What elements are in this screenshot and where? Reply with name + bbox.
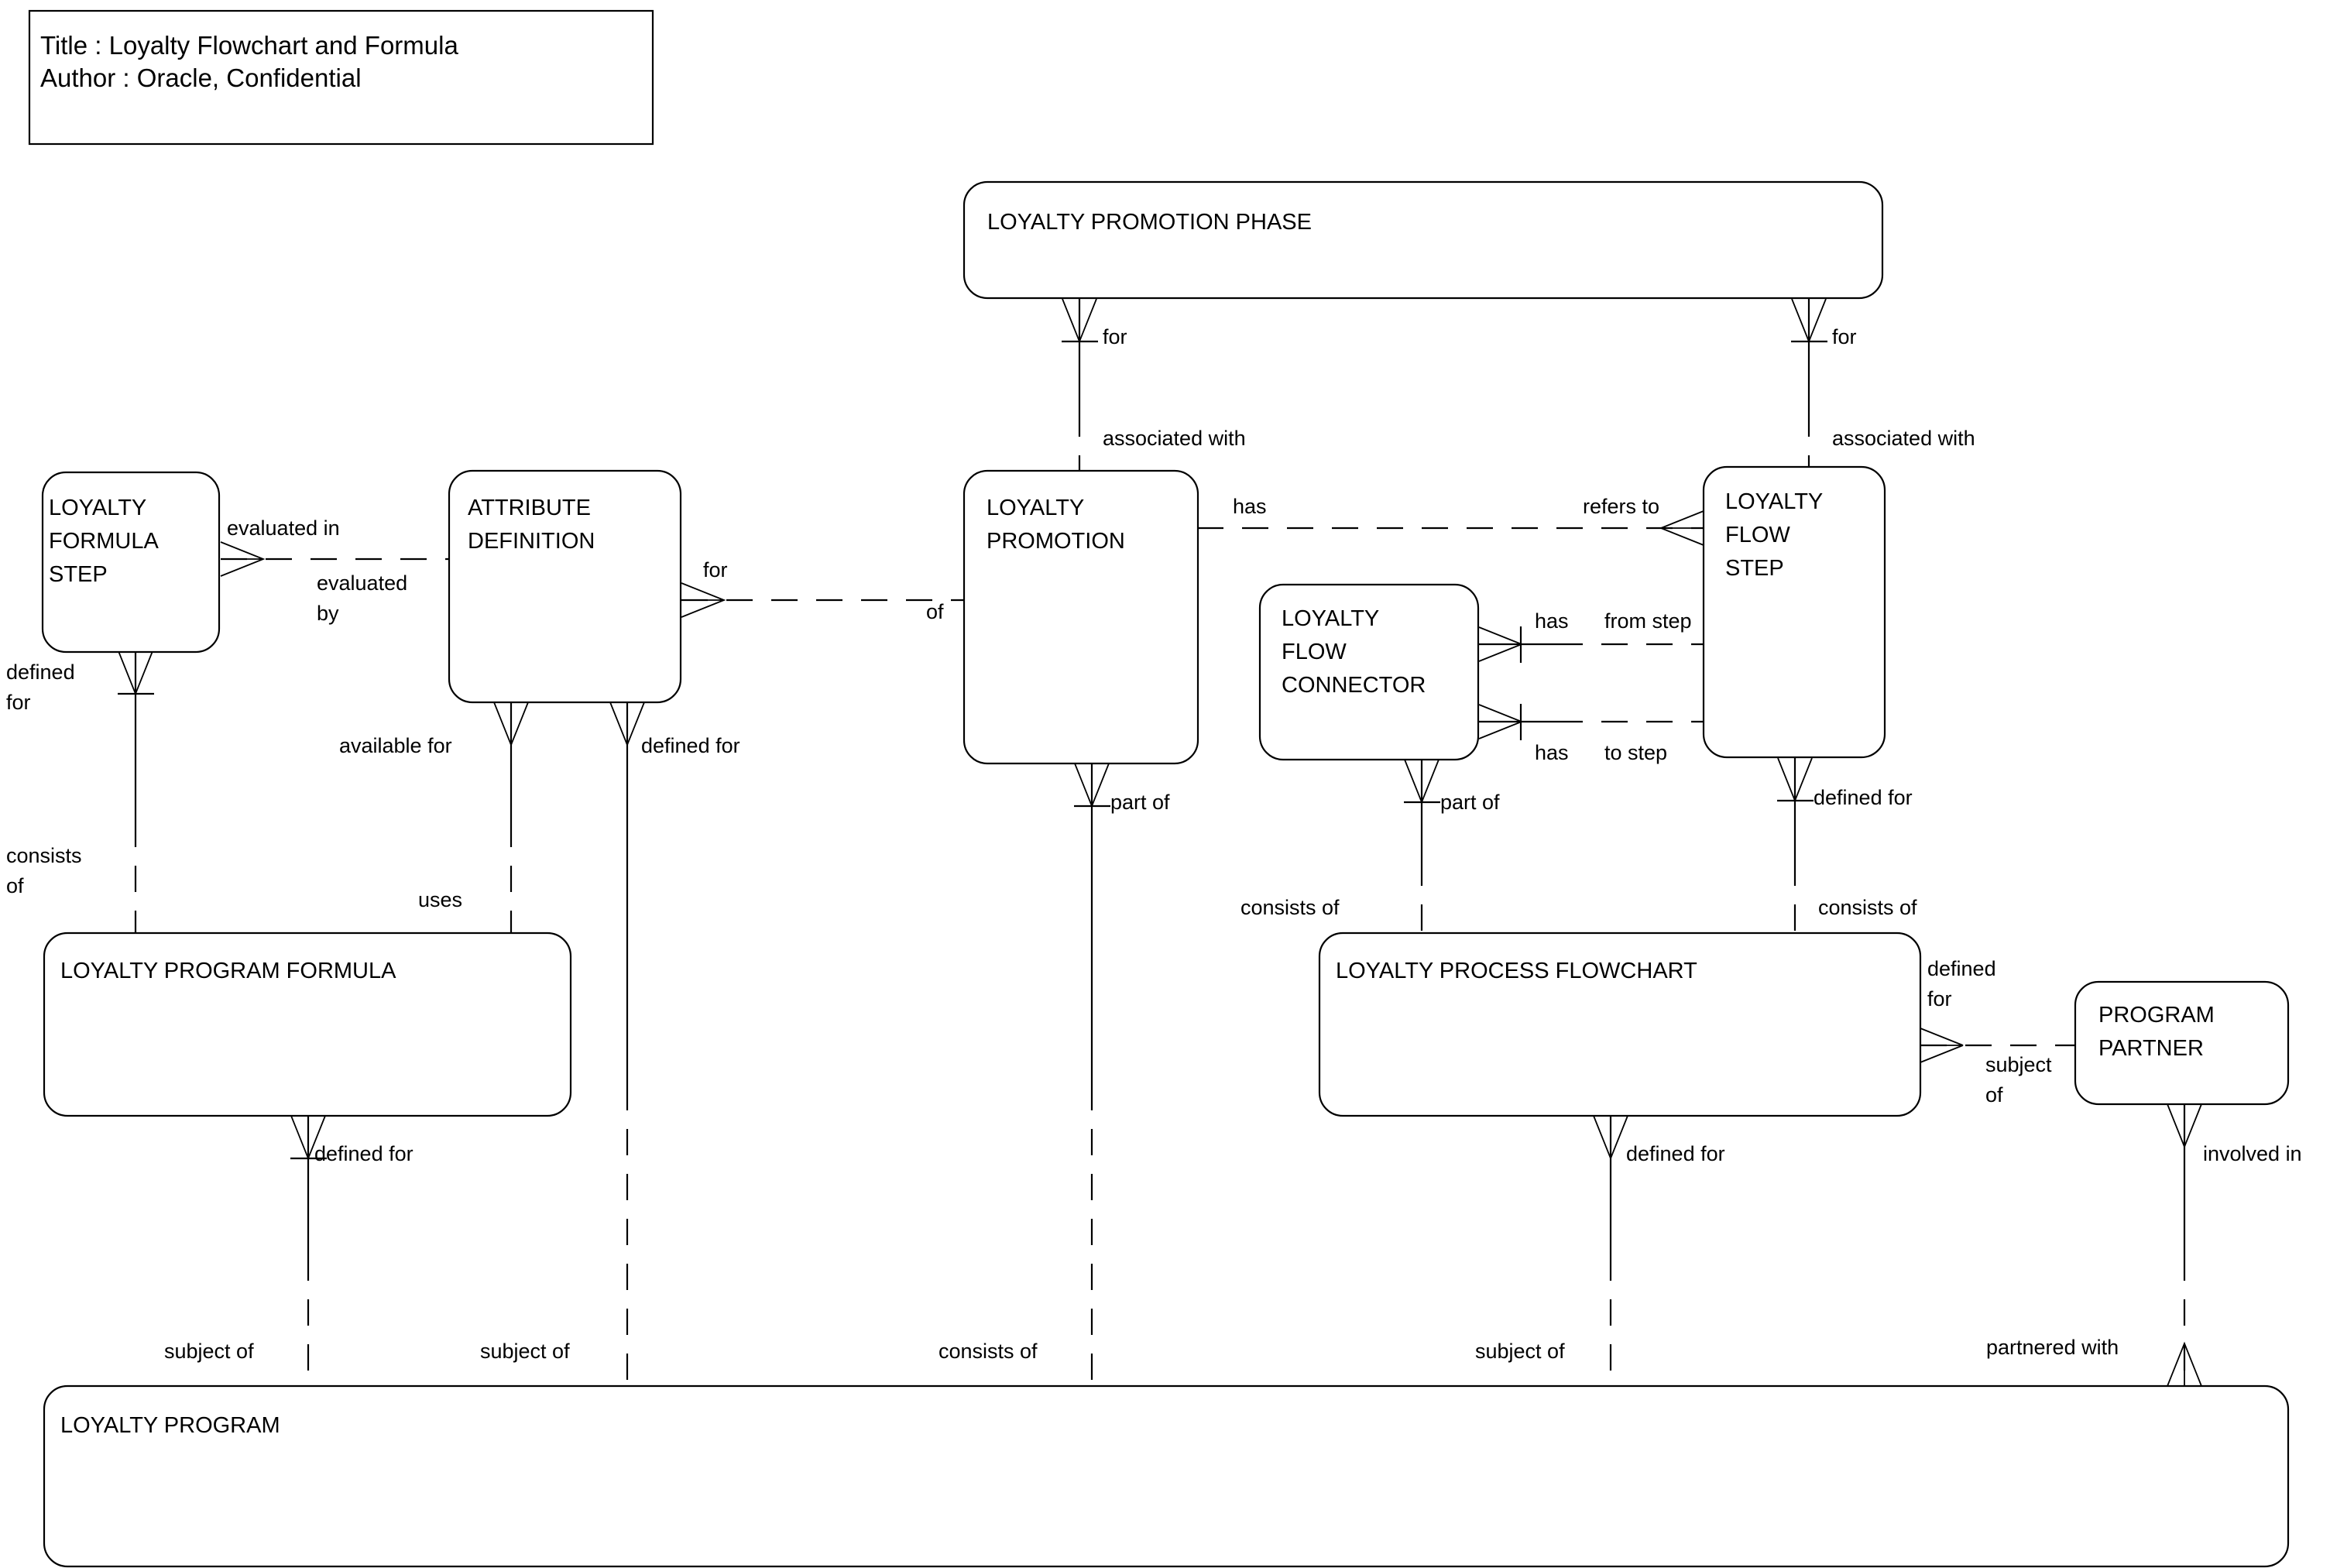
rel-label-partner-subject-of-2: of bbox=[1985, 1083, 2003, 1107]
entity-program-partner[interactable] bbox=[2074, 980, 2290, 1106]
entity-label-program-partner-2: PARTNER bbox=[2098, 1036, 2204, 1061]
rel-label-assoc-with-left: associated with bbox=[1103, 427, 1246, 450]
rel-label-connector-part-of: part of bbox=[1440, 791, 1500, 814]
entity-label-loyalty-flow-step-1: LOYALTY bbox=[1725, 489, 1823, 514]
rel-label-phase-for-right: for bbox=[1832, 325, 1857, 348]
rel-label-program-consists-of: consists of bbox=[939, 1340, 1038, 1363]
rel-label-formula-consists-of-1: consists bbox=[6, 844, 82, 867]
rel-label-to-step: to step bbox=[1604, 741, 1667, 764]
crowfoot-formulastep-defined-for bbox=[118, 650, 153, 696]
entity-loyalty-process-flowchart[interactable] bbox=[1318, 932, 1922, 1117]
rel-label-program-subject-of-1: subject of bbox=[164, 1340, 254, 1363]
entity-loyalty-program[interactable] bbox=[43, 1384, 2290, 1568]
rel-label-program-partnered-with: partnered with bbox=[1986, 1336, 2119, 1359]
rel-label-formulastep-defined-for-2: for bbox=[6, 691, 31, 714]
rel-label-evaluated-by-1: evaluated bbox=[317, 571, 407, 595]
crowfoot-attribute-defined-for bbox=[609, 702, 645, 747]
rel-label-flowstep-defined-for: defined for bbox=[1814, 786, 1913, 809]
rel-label-promotion-part-of: part of bbox=[1110, 791, 1170, 814]
rel-label-uses: uses bbox=[418, 888, 462, 911]
rel-label-attribute-for: for bbox=[703, 558, 728, 582]
crowfoot-partner-involved-in bbox=[2167, 1103, 2202, 1149]
entity-loyalty-promotion[interactable] bbox=[963, 469, 1199, 765]
rel-label-attribute-available-for: available for bbox=[339, 734, 452, 757]
rel-label-program-subject-of-3: subject of bbox=[1475, 1340, 1565, 1363]
entity-loyalty-formula-step[interactable] bbox=[41, 471, 221, 654]
rel-label-assoc-with-right: associated with bbox=[1832, 427, 1975, 450]
entity-label-loyalty-flow-step-2: FLOW bbox=[1725, 523, 1790, 547]
entity-attribute-definition[interactable] bbox=[448, 469, 682, 704]
entity-label-loyalty-program-formula: LOYALTY PROGRAM FORMULA bbox=[60, 959, 396, 983]
crowfoot-phase-for-right bbox=[1791, 298, 1827, 344]
entity-label-loyalty-promotion-phase: LOYALTY PROMOTION PHASE bbox=[987, 210, 1312, 235]
crowfoot-promotion-part-of bbox=[1074, 763, 1110, 808]
entity-label-loyalty-flow-connector-3: CONNECTOR bbox=[1282, 673, 1426, 698]
entity-loyalty-program-formula[interactable] bbox=[43, 932, 572, 1117]
rel-label-flowchart-consists-of-left: consists of bbox=[1240, 896, 1340, 919]
author-line: Author : Oracle, Confidential bbox=[40, 63, 362, 92]
crowfoot-connector-part-of bbox=[1404, 759, 1440, 805]
rel-label-flowchart-defined-for-side-1: defined bbox=[1927, 957, 1996, 980]
rel-label-attribute-defined-for: defined for bbox=[641, 734, 740, 757]
rel-label-refers-to: refers to bbox=[1583, 495, 1659, 518]
entity-label-attribute-definition-2: DEFINITION bbox=[468, 529, 595, 554]
crowfoot-flowchart-defined-for-bottom bbox=[1593, 1115, 1628, 1161]
entity-loyalty-promotion-phase[interactable] bbox=[963, 180, 1884, 300]
rel-label-connector-has-bottom: has bbox=[1535, 741, 1569, 764]
entity-label-loyalty-formula-step-3: STEP bbox=[49, 562, 108, 587]
entity-label-loyalty-flow-connector-2: FLOW bbox=[1282, 640, 1347, 664]
rel-label-connector-has-top: has bbox=[1535, 609, 1569, 633]
rel-label-flowchart-defined-for-side-2: for bbox=[1927, 987, 1952, 1010]
crowfoot-refers-to bbox=[1659, 510, 1704, 546]
title-block-box bbox=[28, 9, 654, 146]
rel-label-partner-involved-in: involved in bbox=[2203, 1142, 2302, 1165]
rel-label-evaluated-in: evaluated in bbox=[227, 516, 340, 540]
crowfoot-connector-has-to bbox=[1478, 704, 1524, 739]
entity-label-loyalty-flow-step-3: STEP bbox=[1725, 556, 1784, 581]
title-line: Title : Loyalty Flowchart and Formula bbox=[40, 31, 458, 60]
entity-label-attribute-definition-1: ATTRIBUTE bbox=[468, 496, 591, 520]
entity-label-loyalty-flow-connector-1: LOYALTY bbox=[1282, 606, 1379, 631]
rel-label-phase-for-left: for bbox=[1103, 325, 1127, 348]
rel-label-flowchart-consists-of-right: consists of bbox=[1818, 896, 1917, 919]
entity-label-loyalty-formula-step-1: LOYALTY bbox=[49, 496, 146, 520]
rel-label-formula-consists-of-2: of bbox=[6, 874, 24, 897]
entity-label-loyalty-formula-step-2: FORMULA bbox=[49, 529, 159, 554]
entity-loyalty-flow-step[interactable] bbox=[1702, 465, 1886, 759]
crowfoot-connector-has-from bbox=[1478, 626, 1524, 662]
entity-label-loyalty-promotion-2: PROMOTION bbox=[987, 529, 1125, 554]
crowfoot-flowchart-defined-for-partner bbox=[1920, 1028, 1964, 1063]
entity-label-program-partner-1: PROGRAM bbox=[2098, 1003, 2215, 1028]
crowfoot-evaluated-in bbox=[220, 541, 266, 577]
rel-label-from-step: from step bbox=[1604, 609, 1692, 633]
entity-loyalty-flow-connector[interactable] bbox=[1258, 583, 1480, 761]
entity-label-loyalty-process-flowchart: LOYALTY PROCESS FLOWCHART bbox=[1336, 959, 1697, 983]
crowfoot-program-partnered-with bbox=[2167, 1341, 2202, 1387]
rel-label-promotion-has: has bbox=[1233, 495, 1267, 518]
crowfoot-phase-for-left bbox=[1062, 298, 1097, 344]
rel-label-formulastep-defined-for-1: defined bbox=[6, 660, 75, 684]
crowfoot-flowstep-defined-for bbox=[1777, 757, 1813, 803]
rel-label-partner-subject-of-1: subject bbox=[1985, 1053, 2052, 1076]
rel-label-flowchart-defined-for-bottom: defined for bbox=[1626, 1142, 1725, 1165]
crowfoot-attr-for bbox=[681, 582, 726, 618]
rel-label-programformula-defined-for: defined for bbox=[314, 1142, 413, 1165]
entity-label-loyalty-program: LOYALTY PROGRAM bbox=[60, 1413, 280, 1438]
rel-label-evaluated-by-2: by bbox=[317, 602, 339, 625]
rel-label-program-subject-of-2: subject of bbox=[480, 1340, 570, 1363]
entity-label-loyalty-promotion-1: LOYALTY bbox=[987, 496, 1084, 520]
rel-label-promotion-of: of bbox=[926, 600, 944, 623]
crowfoot-attribute-available-for bbox=[493, 702, 529, 747]
